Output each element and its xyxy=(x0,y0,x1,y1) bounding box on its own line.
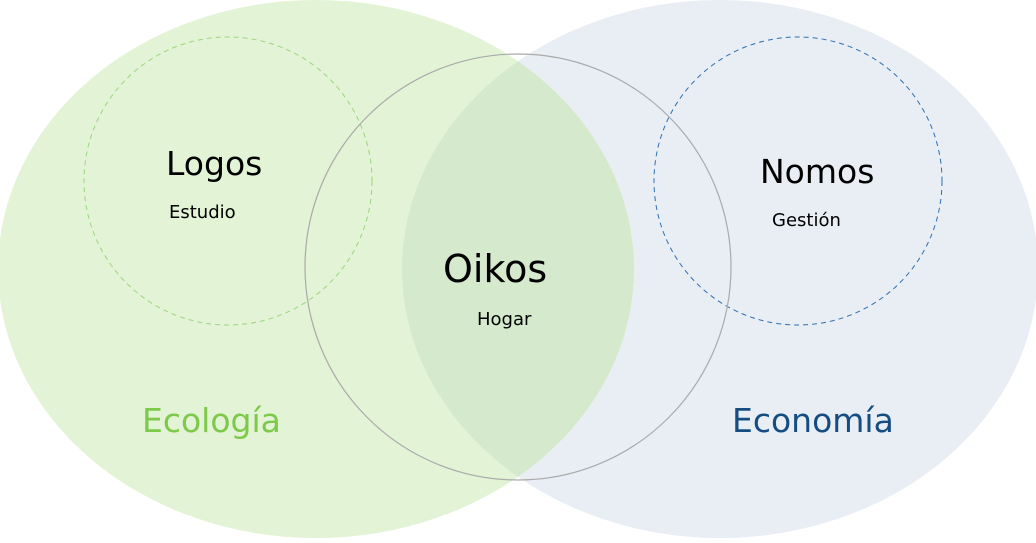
hogar-label: Hogar xyxy=(477,309,532,330)
logos-circle xyxy=(83,36,373,326)
gestion-label: Gestión xyxy=(772,210,841,231)
oikos-circle xyxy=(304,53,732,481)
estudio-label: Estudio xyxy=(169,202,236,223)
nomos-circle xyxy=(653,36,943,326)
ecologia-label: Ecología xyxy=(142,401,281,440)
economia-label: Economía xyxy=(732,401,894,440)
ecologia-economia-overlap xyxy=(402,0,634,538)
nomos-label: Nomos xyxy=(760,152,875,191)
logos-label: Logos xyxy=(166,144,263,183)
oikos-label: Oikos xyxy=(443,247,548,291)
